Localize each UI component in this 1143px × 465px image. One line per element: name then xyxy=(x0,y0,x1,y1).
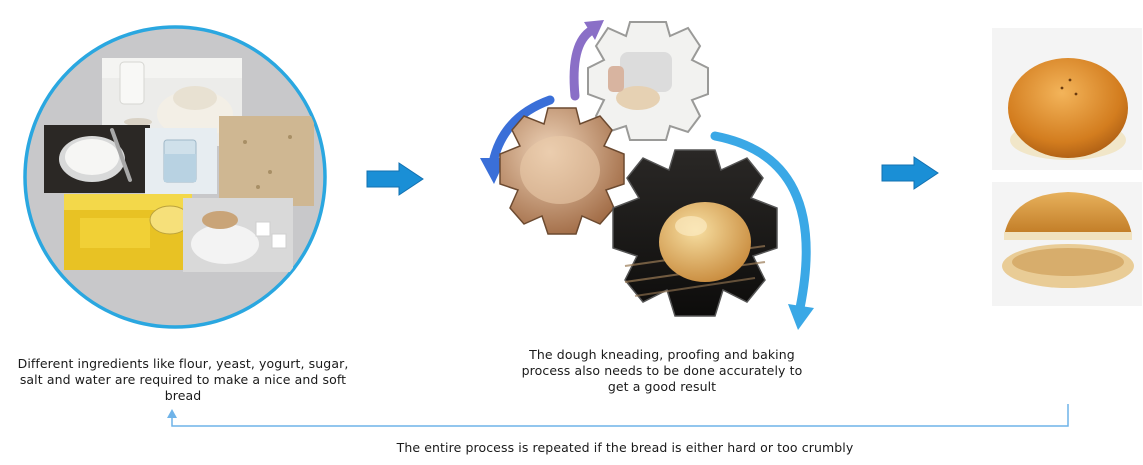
ingredients-circle xyxy=(20,22,330,332)
process-gears-diagram xyxy=(470,8,850,348)
kneading-gear xyxy=(587,21,709,141)
yogurt-photo xyxy=(44,125,150,193)
loop-back-connector xyxy=(160,396,1080,436)
bread-result-photo-bottom xyxy=(992,182,1142,306)
water-glass-photo xyxy=(145,128,217,194)
butter-photo xyxy=(64,194,192,270)
baking-gear xyxy=(612,149,778,317)
flow-arrow-right xyxy=(880,156,940,190)
sugar-photo xyxy=(183,198,293,272)
cycle-arrow-cyan xyxy=(710,131,814,330)
loop-caption: The entire process is repeated if the br… xyxy=(396,440,854,455)
process-caption: The dough kneading, proofing and baking … xyxy=(521,347,803,394)
yeast-photo xyxy=(219,116,314,206)
milk-flour-photo xyxy=(102,58,242,146)
cycle-arrow-purple xyxy=(569,20,604,101)
bread-result-photo-top xyxy=(992,28,1142,170)
flow-arrow-right xyxy=(365,162,425,196)
ingredients-caption: Different ingredients like flour, yeast,… xyxy=(17,356,349,403)
proofing-gear xyxy=(499,107,625,235)
